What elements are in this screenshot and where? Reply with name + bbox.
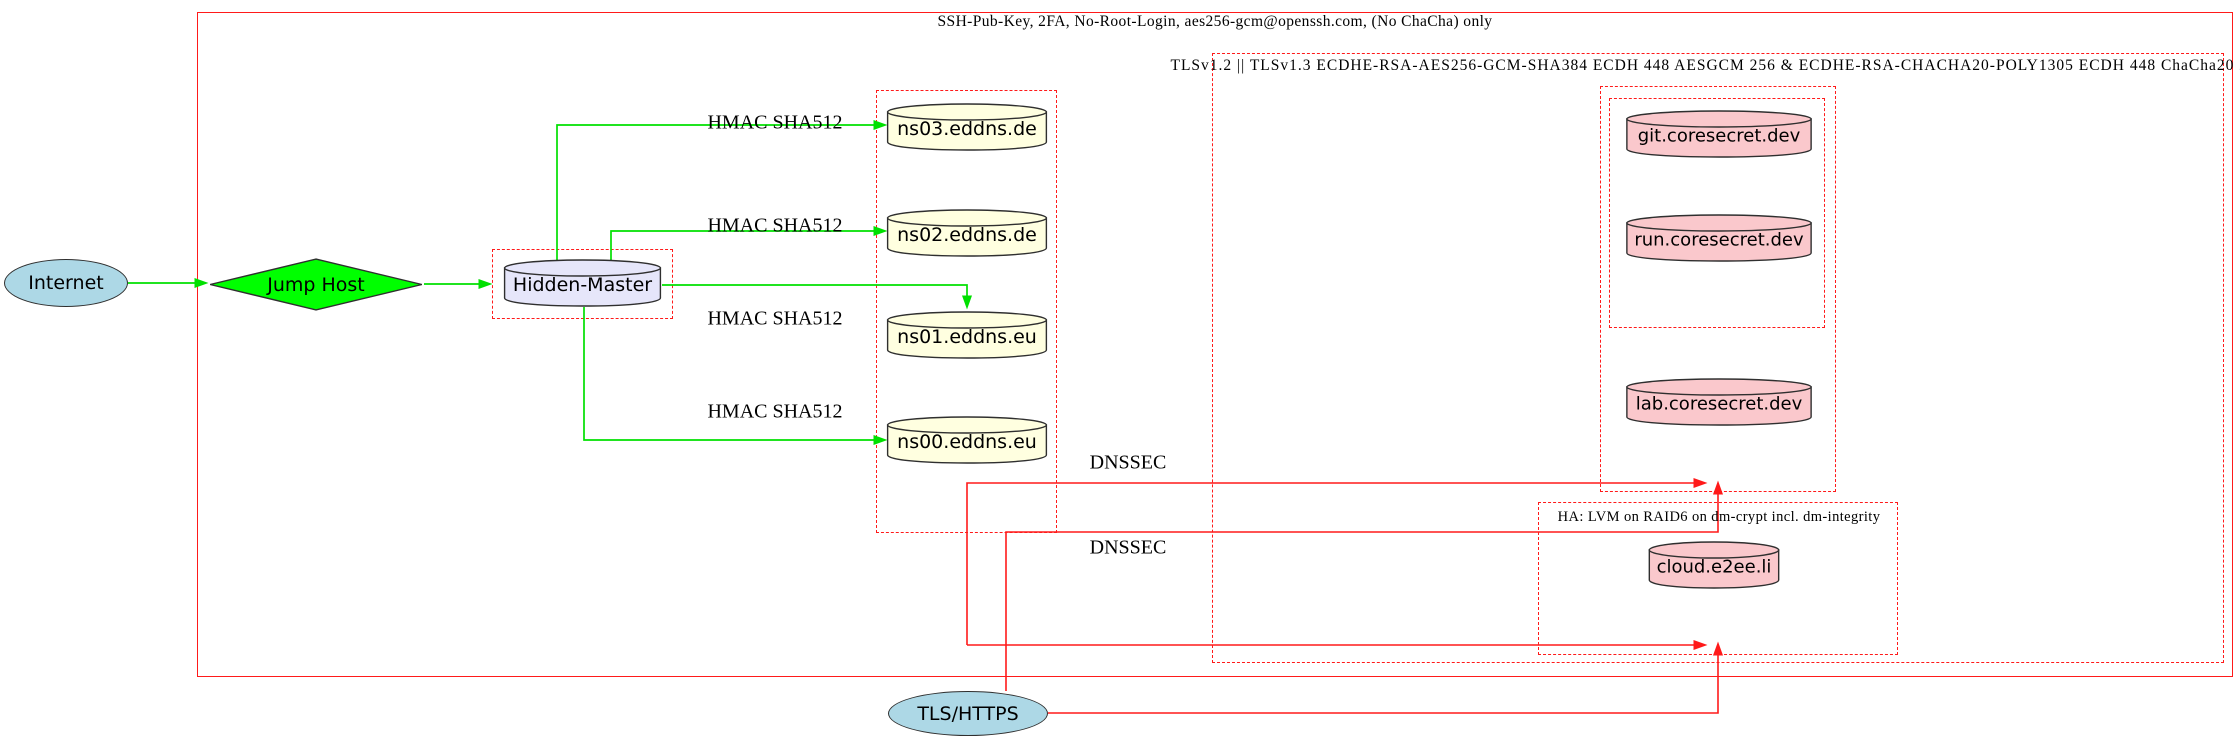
ssh-cluster-label: SSH-Pub-Key, 2FA, No-Root-Login, aes256-…	[937, 13, 1493, 30]
edge-label-hmac-ns00: HMAC SHA512	[707, 400, 843, 423]
node-cloud-e2ee-label: cloud.e2ee.li	[1656, 556, 1772, 578]
ha-cluster-label: HA: LVM on RAID6 on dm-crypt incl. dm-in…	[1557, 509, 1881, 525]
edge-label-dnssec-ha: DNSSEC	[1089, 536, 1167, 559]
node-run-coresecret: run.coresecret.dev	[1625, 214, 1813, 262]
node-tls-https: TLS/HTTPS	[888, 691, 1048, 736]
node-git-coresecret: git.coresecret.dev	[1625, 110, 1813, 158]
cylinder-shape	[1625, 214, 1813, 262]
cluster-ssh-box	[197, 12, 2233, 677]
edge-dns-to-webservers-dnssec	[966, 477, 1708, 645]
node-lab-coresecret: lab.coresecret.dev	[1625, 378, 1813, 426]
node-jump-host: Jump Host	[208, 258, 424, 311]
edge-tlshttps-to-ha	[1048, 641, 1724, 714]
cylinder-shape	[886, 209, 1048, 257]
node-ns03-label: ns03.eddns.de	[897, 117, 1037, 140]
node-lab-coresecret-label: lab.coresecret.dev	[1635, 393, 1803, 415]
node-hidden-master-label: Hidden-Master	[512, 273, 653, 296]
cluster-webservers-inner-box	[1609, 98, 1825, 328]
edge-hiddenmaster-to-ns02	[610, 225, 888, 261]
edge-hiddenmaster-to-ns00	[583, 307, 888, 446]
node-internet-label: Internet	[28, 272, 104, 294]
edge-internet-to-jumphost	[128, 277, 209, 289]
node-ns01-label: ns01.eddns.eu	[897, 325, 1037, 348]
node-cloud-e2ee: cloud.e2ee.li	[1648, 541, 1780, 589]
edge-hiddenmaster-to-ns03	[556, 119, 888, 261]
edge-jumphost-to-hiddenmaster	[424, 278, 493, 290]
node-run-coresecret-label: run.coresecret.dev	[1634, 229, 1804, 251]
cylinder-shape	[1648, 541, 1780, 589]
cylinder-shape	[503, 259, 662, 307]
edge-dns-to-ha-dnssec	[967, 639, 1708, 651]
node-tls-https-label: TLS/HTTPS	[917, 702, 1019, 725]
cluster-hidden-master-box	[492, 249, 673, 319]
cylinder-shape	[886, 416, 1048, 464]
node-git-coresecret-label: git.coresecret.dev	[1637, 125, 1801, 147]
cylinder-shape	[1625, 378, 1813, 426]
edge-tlshttps-to-webservers	[1005, 480, 1724, 691]
cylinder-shape	[886, 103, 1048, 151]
node-ns03: ns03.eddns.de	[886, 103, 1048, 151]
edge-label-hmac-ns03: HMAC SHA512	[707, 111, 843, 134]
edge-label-hmac-ns02: HMAC SHA512	[707, 214, 843, 237]
node-ns00-label: ns00.eddns.eu	[897, 430, 1037, 453]
node-ns02: ns02.eddns.de	[886, 209, 1048, 257]
node-hidden-master: Hidden-Master	[503, 259, 662, 307]
edge-hiddenmaster-to-ns01	[662, 284, 973, 310]
node-jump-host-label: Jump Host	[267, 273, 365, 296]
node-ns01: ns01.eddns.eu	[886, 311, 1048, 359]
diamond-shape	[208, 258, 424, 311]
cylinder-shape	[886, 311, 1048, 359]
node-internet: Internet	[4, 259, 128, 307]
cylinder-shape	[1625, 110, 1813, 158]
node-ns00: ns00.eddns.eu	[886, 416, 1048, 464]
node-ns02-label: ns02.eddns.de	[897, 223, 1037, 246]
edge-label-hmac-ns01: HMAC SHA512	[707, 307, 843, 330]
tls-cluster-label: TLSv1.2 || TLSv1.3 ECDHE-RSA-AES256-GCM-…	[1170, 57, 2240, 74]
edge-label-dnssec-web: DNSSEC	[1089, 451, 1167, 474]
